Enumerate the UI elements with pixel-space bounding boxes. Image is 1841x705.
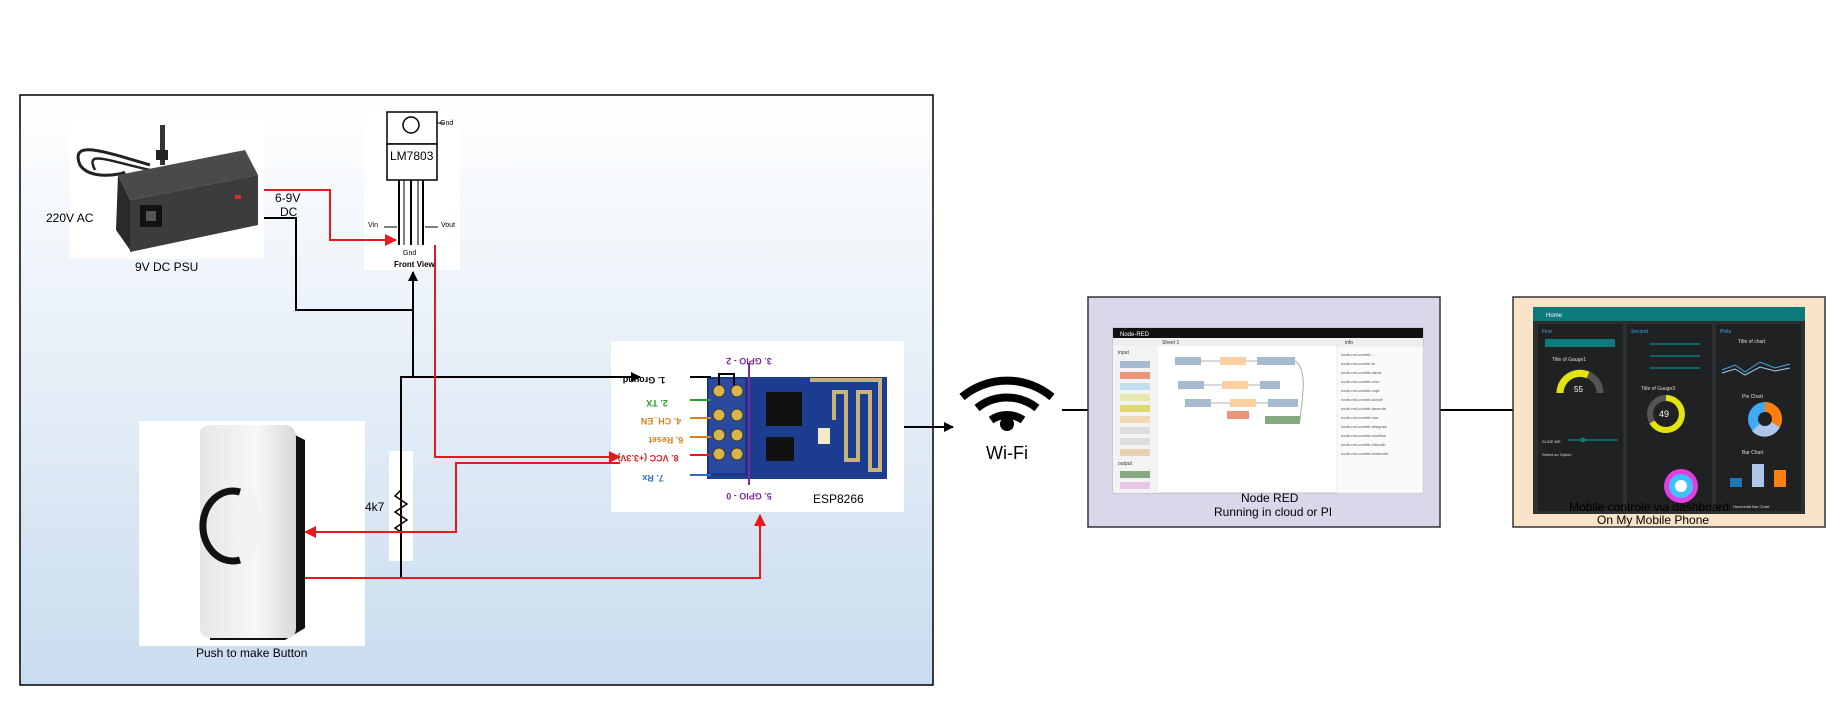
wifi-label: Wi-Fi <box>986 443 1028 463</box>
pin-rx: 7. Rx <box>642 473 664 483</box>
dashboard-chart-title: Title of chart <box>1738 339 1766 345</box>
nodered-palette-output: output <box>1118 461 1133 467</box>
pin-leads <box>690 363 750 485</box>
dashboard-group-plots: Plots <box>1720 329 1732 335</box>
regulator-name: LM7803 <box>390 149 434 163</box>
psu-output-line2: DC <box>280 205 298 219</box>
mobile-caption-2: On My Mobile Phone <box>1597 513 1709 527</box>
dashboard-group-first: First <box>1542 329 1552 335</box>
regulator-gnd-bottom: Gnd <box>403 250 416 257</box>
dashboard-screenshot: Home First Second Plots Title of Gauge1 … <box>1533 307 1805 514</box>
nodered-caption-2: Running in cloud or PI <box>1214 505 1332 519</box>
dashboard-gauge1-value: 55 <box>1574 385 1583 394</box>
nodered-list-item: node-red-contrib-tasmota <box>1341 406 1387 411</box>
nodered-list-item: node-red-contrib-modbus <box>1341 433 1386 438</box>
dashboard-slider-label: SLIDE ME <box>1542 439 1561 444</box>
esp8266-module-icon <box>611 341 904 512</box>
dashboard-header: Home <box>1546 313 1563 319</box>
regulator-vin: Vin <box>368 222 378 229</box>
nodered-app-title: Node-RED <box>1120 332 1150 338</box>
esp-caption: ESP8266 <box>813 492 864 506</box>
pin-ground: 1. Ground <box>623 375 666 385</box>
wires <box>264 189 1613 579</box>
nodered-tab-title: Sheet 1 <box>1162 340 1179 346</box>
dashboard-gauge3-title: Title of Gauge3 <box>1641 386 1675 392</box>
nodered-package-list: node-red-contrib-... node-red-contrib-fs n… <box>1341 352 1388 456</box>
nodered-list-item: node-red-contrib-mqtt <box>1341 388 1380 393</box>
psu-output-line1: 6-9V <box>275 191 300 205</box>
nodered-list-item: node-red-contrib-... <box>1341 352 1375 357</box>
pin-gpio0: 5. GPIO - 0 <box>726 491 772 501</box>
dashboard-gauge3-value: 49 <box>1659 409 1669 419</box>
pin-tx: 2. TX <box>646 398 668 408</box>
pin-vcc: 8. VCC (+3.3V) <box>617 453 678 463</box>
pin-gpio2: 3. GPIO - 2 <box>726 356 772 366</box>
nodered-palette-input: input <box>1118 350 1129 356</box>
nodered-side-tab: info <box>1345 340 1353 346</box>
nodered-list-item: node-red-contrib-sonoff <box>1341 397 1383 402</box>
mobile-caption-1: Mobile controle via dashboard <box>1569 500 1729 514</box>
resistor-value: 4k7 <box>365 500 385 514</box>
psu-output-label: 6-9V DC <box>275 191 304 219</box>
psu-caption: 9V DC PSU <box>135 260 198 274</box>
nodered-list-item: node-red-contrib-telegram <box>1341 424 1388 429</box>
nodered-list-item: node-red-contrib-bluetooth <box>1341 451 1388 456</box>
psu-image <box>70 120 264 259</box>
button-caption: Push to make Button <box>196 646 307 660</box>
dashboard-hbar-title: Horizontal Bar Chart <box>1733 504 1770 509</box>
regulator-gnd-top: Gnd <box>440 120 453 127</box>
dashboard-gauge1-title: Title of Gauge1 <box>1552 357 1586 363</box>
regulator-vout: Vout <box>441 222 455 229</box>
dashboard-group-second: Second <box>1631 329 1648 335</box>
nodered-caption-1: Node RED <box>1241 491 1299 505</box>
nodered-list-item: node-red-contrib-hue <box>1341 415 1379 420</box>
doorbell-button-icon <box>139 421 365 646</box>
nodered-list-item: node-red-contrib-fs <box>1341 361 1375 366</box>
ac-input-label: 220V AC <box>46 211 94 225</box>
dashboard-bar-title: Bar Chart <box>1742 450 1764 456</box>
regulator-image <box>364 110 460 270</box>
nodered-screenshot: Node-RED Sheet 1 info input output <box>1112 327 1424 494</box>
pin-ch-en: 4. CH_EN <box>641 416 682 426</box>
pin-reset: 6. Reset <box>649 435 684 445</box>
regulator-front-view: Front View <box>394 260 436 269</box>
nodered-list-item: node-red-contrib-influxdb <box>1341 442 1386 447</box>
dashboard-pie-title: Pie Chart <box>1742 394 1763 400</box>
dashboard-select-label: Select an Option <box>1542 452 1572 457</box>
nodered-list-item: node-red-contrib-cron <box>1341 379 1379 384</box>
wifi-icon <box>959 355 1058 465</box>
nodered-list-item: node-red-contrib-alexa <box>1341 370 1382 375</box>
